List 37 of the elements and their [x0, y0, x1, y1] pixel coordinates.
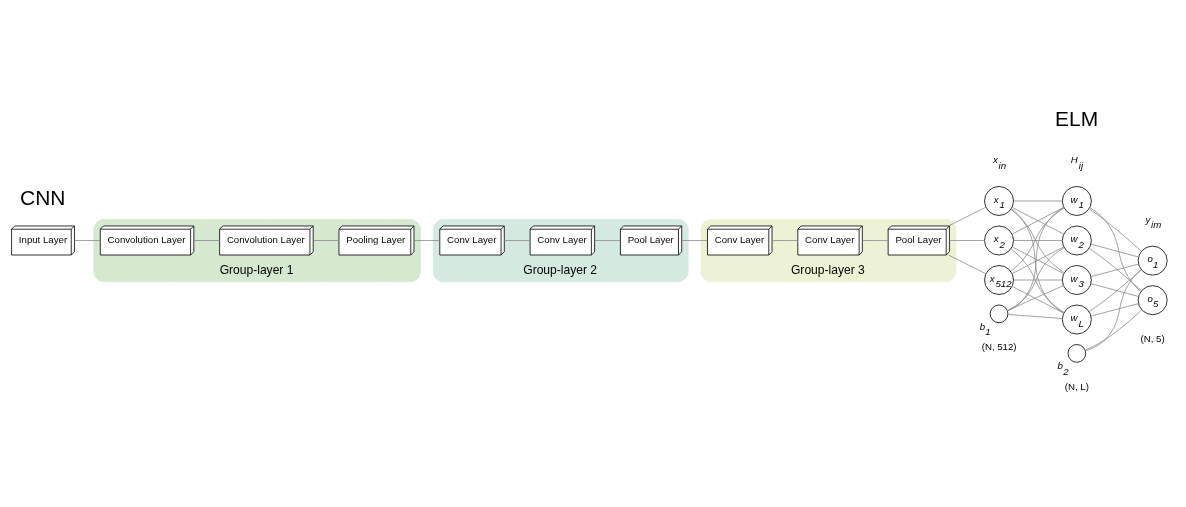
connector — [862, 239, 889, 241]
node-circle — [1067, 343, 1087, 363]
connector — [1090, 263, 1139, 277]
connector — [413, 239, 441, 241]
connector — [1090, 243, 1139, 257]
connector — [948, 206, 987, 226]
connector — [1013, 279, 1063, 280]
connector — [1090, 282, 1139, 297]
node-circle — [989, 304, 1009, 323]
connector — [1007, 284, 1064, 311]
connector — [681, 239, 708, 241]
connector — [948, 254, 987, 274]
connector — [949, 239, 985, 241]
connector — [1012, 285, 1065, 314]
connector — [1007, 313, 1063, 319]
connector — [1088, 207, 1142, 251]
connector — [771, 239, 798, 241]
connector — [1090, 302, 1139, 316]
label: (N, 512) — [981, 340, 1017, 352]
connector — [594, 239, 621, 241]
connector — [1012, 246, 1065, 274]
connector — [1089, 206, 1142, 292]
connector — [1088, 269, 1142, 312]
connector — [74, 239, 101, 241]
connector — [1088, 247, 1142, 291]
connector — [193, 239, 220, 241]
label: (N, L) — [1064, 380, 1089, 392]
connector — [1084, 309, 1143, 351]
label: ELM — [1055, 106, 1099, 130]
connector — [1013, 200, 1063, 201]
connector — [1085, 268, 1142, 351]
connector — [1012, 206, 1065, 234]
connector — [1013, 239, 1063, 241]
label: CNN — [20, 185, 66, 209]
label: (N, 5) — [1140, 332, 1165, 344]
connector — [312, 239, 340, 241]
connector — [503, 239, 531, 241]
